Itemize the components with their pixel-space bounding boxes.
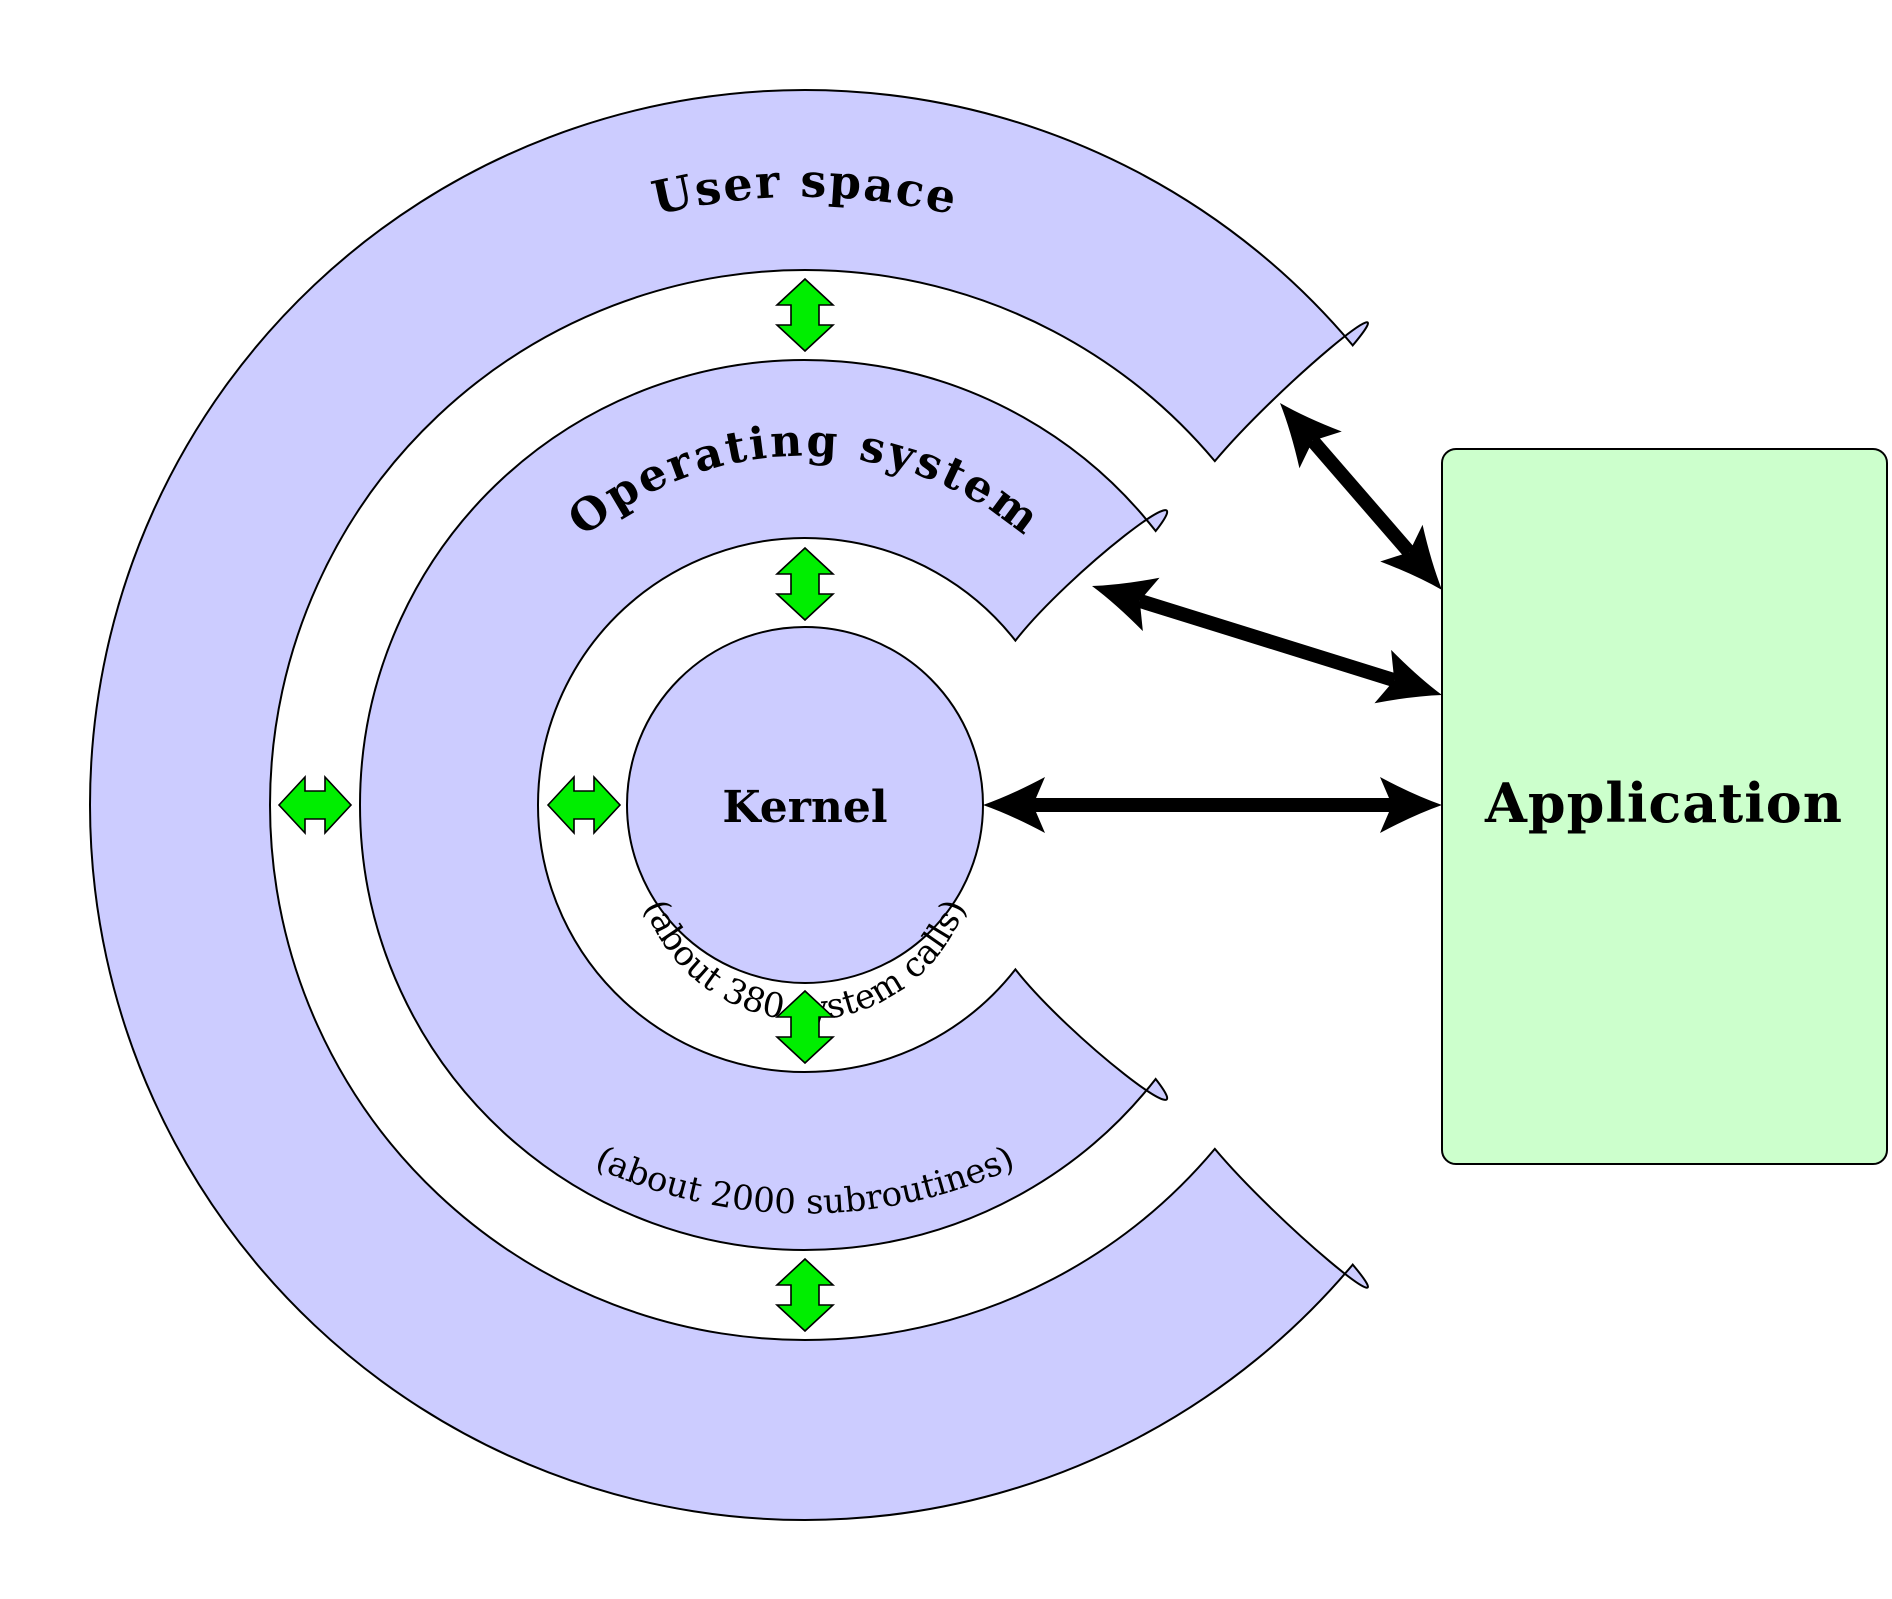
double-arrow-vertical-icon: [774, 546, 836, 622]
arrowhead-icon: [1380, 777, 1442, 833]
application-user-space-link[interactable]: [1307, 436, 1415, 557]
arrowhead-icon: [1380, 524, 1442, 590]
arrowhead-icon: [983, 777, 1045, 833]
double-arrow-vertical-icon: [774, 277, 836, 353]
double-arrow-vertical-icon: [774, 989, 836, 1065]
connection-line: [1137, 594, 1397, 687]
application-box[interactable]: [1441, 448, 1888, 1165]
application-label: Application: [1484, 771, 1843, 835]
arrowhead-icon: [1280, 403, 1342, 469]
double-arrow-vertical-icon: [774, 1257, 836, 1333]
user-space-layer[interactable]: [89, 88, 1369, 1521]
connection-line: [1307, 436, 1415, 557]
application-operating-system-link[interactable]: [1137, 594, 1397, 687]
double-arrow-horizontal-icon: [546, 774, 622, 836]
arrowhead-icon: [1092, 577, 1160, 632]
arrowhead-icon: [1374, 649, 1442, 704]
double-arrow-horizontal-icon: [277, 774, 353, 836]
operating-system-layer[interactable]: [358, 359, 1169, 1251]
kernel-label: Kernel: [722, 782, 887, 833]
